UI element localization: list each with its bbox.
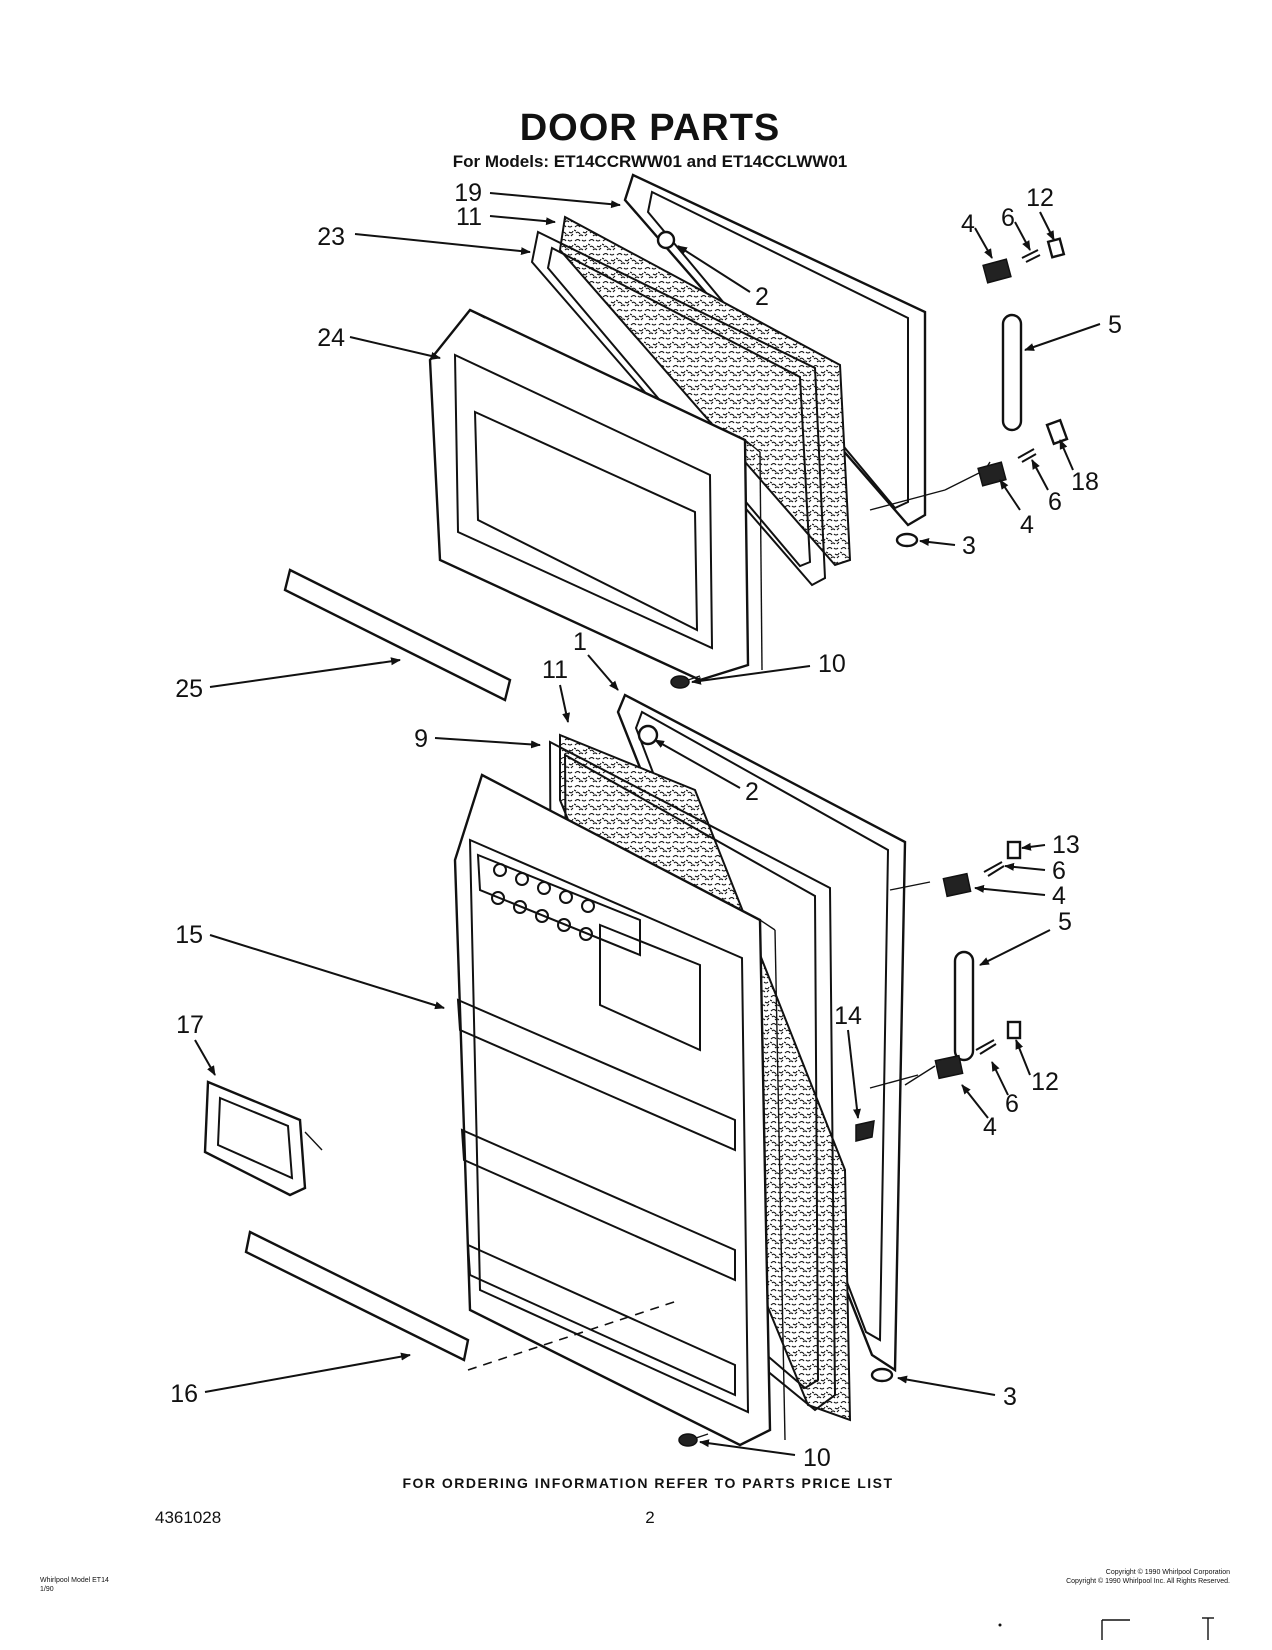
fine-print-right-1: Copyright © 1990 Whirlpool Corporation (1106, 1568, 1230, 1576)
callout-17: 17 (176, 1011, 204, 1039)
upper-door-assembly: 19 11 23 24 2 4 6 12 5 18 6 4 3 25 10 (175, 173, 1122, 703)
callout-15: 15 (175, 921, 203, 949)
callout-13: 13 (1052, 831, 1080, 859)
callout-9: 9 (414, 725, 428, 753)
fine-print-right-2: Copyright © 1990 Whirlpool Inc. All Righ… (1066, 1577, 1230, 1585)
callout-6-upper-bottom: 6 (1048, 488, 1062, 516)
callout-5-lower: 5 (1058, 908, 1072, 936)
callout-6-lower-bottom: 6 (1005, 1090, 1019, 1118)
callout-3-upper: 3 (962, 532, 976, 560)
callout-4-upper-bottom: 4 (1020, 511, 1034, 539)
callout-25: 25 (175, 675, 203, 703)
fresh-food-trim-strip (244, 1230, 470, 1362)
callout-19: 19 (454, 179, 482, 207)
callout-4-lower-top: 4 (1052, 882, 1066, 910)
freezer-trim-strip (283, 568, 512, 702)
callout-12-upper: 12 (1026, 184, 1054, 212)
fresh-food-inner-door-liner (453, 773, 786, 1447)
callout-14: 14 (834, 1002, 862, 1030)
upper-hinge-hardware (895, 237, 1069, 548)
callout-3-lower: 3 (1003, 1383, 1017, 1411)
freezer-door-insulation (558, 215, 852, 567)
callout-4-lower-bottom: 4 (983, 1113, 997, 1141)
handle-bracket (203, 1080, 323, 1197)
lower-screw (678, 1433, 709, 1447)
page-number: 2 (645, 1508, 654, 1527)
scan-marks (998, 1617, 1214, 1640)
callout-11-lower: 11 (542, 656, 568, 684)
lower-hinge-hardware (870, 840, 1022, 1383)
callout-23: 23 (317, 223, 345, 251)
callout-2-lower: 2 (745, 778, 759, 806)
callout-6-lower-top: 6 (1052, 857, 1066, 885)
page-subtitle: For Models: ET14CCRWW01 and ET14CCLWW01 (453, 152, 848, 171)
callout-10-upper: 10 (818, 650, 846, 678)
callout-1: 1 (573, 628, 587, 656)
callout-18: 18 (1071, 468, 1099, 496)
callout-2-upper: 2 (755, 283, 769, 311)
lower-door-assembly: 1 11 9 2 13 6 4 5 15 14 12 6 4 17 16 3 1… (170, 628, 1080, 1472)
callout-16: 16 (170, 1380, 198, 1408)
freezer-door-gasket (530, 230, 827, 587)
callout-11-upper: 11 (456, 203, 482, 231)
callout-24: 24 (317, 324, 345, 352)
callout-6-upper-top: 6 (1001, 204, 1015, 232)
document-number: 4361028 (155, 1508, 221, 1527)
fine-print-left-1: Whirlpool Model ET14 (40, 1577, 109, 1584)
fine-print-left-2: 1/90 (40, 1586, 54, 1593)
callout-10-lower: 10 (803, 1444, 831, 1472)
callout-5-upper: 5 (1108, 311, 1122, 339)
callout-4-upper-top: 4 (961, 210, 975, 238)
callout-12-lower: 12 (1031, 1068, 1059, 1096)
egg-rack-cups (491, 863, 595, 941)
page-title: DOOR PARTS (520, 107, 781, 149)
ordering-info-note: FOR ORDERING INFORMATION REFER TO PARTS … (402, 1475, 893, 1491)
